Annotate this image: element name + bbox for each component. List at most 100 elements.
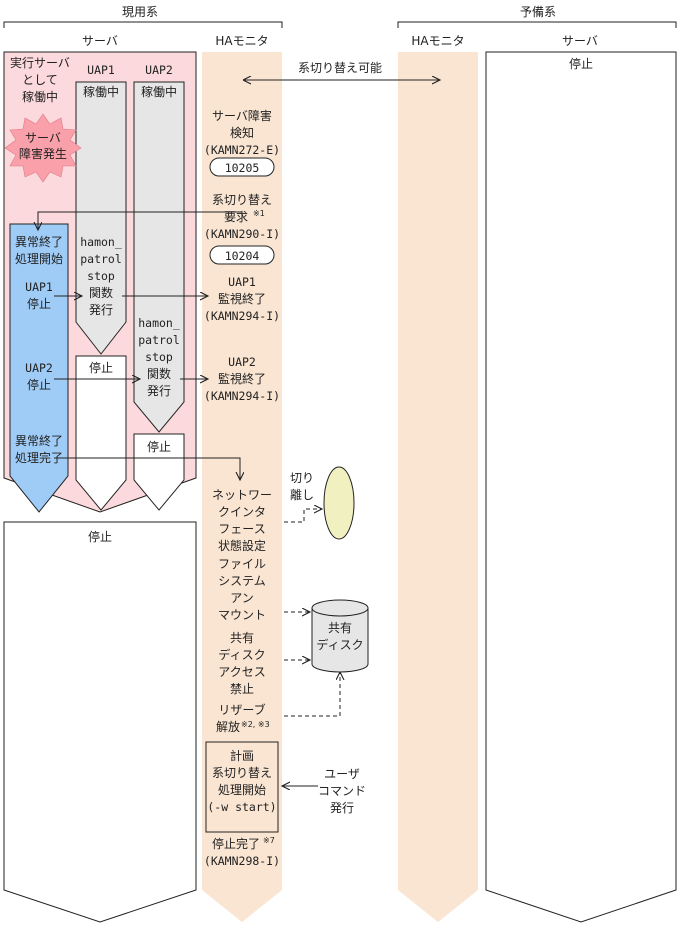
- svg-text:(KAMN294-I): (KAMN294-I): [204, 389, 280, 403]
- svg-text:(KAMN294-I): (KAMN294-I): [204, 309, 280, 323]
- uap1-stopped-arrow: [75, 355, 127, 511]
- svg-text:コマンド: コマンド: [318, 784, 366, 798]
- uap2-monitor-end-event: UAP2 監視終了 (KAMN294-I): [204, 355, 280, 403]
- svg-text:アン: アン: [230, 591, 254, 605]
- uap2-stop-function: hamon_ patrol stop 関数 発行: [138, 316, 180, 398]
- svg-text:(KAMN298-I): (KAMN298-I): [204, 854, 280, 868]
- uap2-stopped-arrow: [133, 433, 185, 511]
- uap1-stop-function: hamon_ patrol stop 関数 発行: [80, 235, 122, 317]
- svg-text:処理完了: 処理完了: [15, 450, 63, 465]
- svg-text:リザーブ: リザーブ: [218, 702, 265, 717]
- active-server-label: サーバ: [82, 34, 118, 48]
- switch-code-badge: [209, 245, 275, 265]
- svg-text:(-w start): (-w start): [207, 800, 276, 814]
- shared-disk-label-1: 共有: [328, 621, 352, 635]
- user-command-text: ユーザ コマンド 発行: [318, 767, 366, 815]
- active-server-stopped-area: [3, 521, 197, 923]
- svg-text:アクセス: アクセス: [218, 665, 265, 679]
- active-system-header: 現用系: [3, 5, 283, 28]
- svg-text:patrol: patrol: [138, 333, 180, 347]
- svg-text:サーバ障害: サーバ障害: [212, 108, 272, 123]
- svg-text:UAP2: UAP2: [25, 361, 53, 375]
- svg-text:ディスク: ディスク: [218, 647, 265, 662]
- fs-unmount-event: ファイル システム アン マウント: [218, 557, 266, 622]
- svg-text:監視終了: 監視終了: [218, 291, 266, 306]
- switch-code: 10204: [225, 249, 260, 263]
- server-failure-text: サーバ 障害発生: [19, 131, 67, 161]
- planned-switch-event: 計画 系切り替え 処理開始 (-w start): [207, 748, 276, 814]
- detach-text: 切り 離し: [290, 471, 314, 502]
- svg-text:要求: 要求: [224, 210, 248, 224]
- svg-text:stop: stop: [87, 269, 115, 283]
- svg-text:稼働中: 稼働中: [22, 89, 58, 104]
- svg-text:として: として: [22, 73, 58, 87]
- uap1-running-status: 稼働中: [83, 84, 119, 99]
- svg-text:停止完了: 停止完了: [212, 836, 260, 851]
- reserve-release-event: リザーブ 解放 ※2, ※3: [216, 702, 270, 734]
- standby-server-area: [485, 51, 677, 923]
- svg-text:関数: 関数: [89, 285, 113, 300]
- abnormal-termination-arrow: [9, 223, 69, 513]
- uap2-label: UAP2: [145, 63, 173, 77]
- svg-text:(KAMN272-E): (KAMN272-E): [204, 143, 280, 157]
- svg-text:関数: 関数: [147, 366, 171, 381]
- active-system-title: 現用系: [122, 5, 158, 19]
- svg-text:発行: 発行: [147, 384, 171, 398]
- svg-text:マウント: マウント: [218, 608, 266, 622]
- svg-text:監視終了: 監視終了: [218, 371, 266, 386]
- svg-text:発行: 発行: [89, 303, 113, 317]
- standby-ha-monitor-column: [398, 52, 478, 922]
- abnormal-end-text: 異常終了 処理完了: [15, 433, 63, 465]
- uap1-stopped-label: 停止: [89, 360, 113, 375]
- svg-text:ネットワー: ネットワー: [212, 488, 272, 502]
- switchable-label: 系切り替え可能: [298, 61, 382, 75]
- svg-text:※1: ※1: [253, 209, 265, 218]
- svg-text:検知: 検知: [230, 126, 254, 140]
- svg-text:UAP2: UAP2: [228, 355, 256, 369]
- standby-system-title: 予備系: [520, 4, 556, 19]
- standby-ha-monitor-label: HAモニタ: [411, 34, 464, 48]
- uap1-monitor-end-event: UAP1 監視終了 (KAMN294-I): [204, 275, 280, 323]
- svg-text:処理開始: 処理開始: [15, 252, 63, 266]
- svg-text:ファイル: ファイル: [218, 557, 266, 571]
- svg-text:サーバ: サーバ: [25, 131, 61, 145]
- failure-code-badge: [209, 157, 275, 177]
- standby-server-label: サーバ: [562, 34, 598, 48]
- stop-complete-event: 停止完了 ※7 (KAMN298-I): [204, 836, 280, 868]
- uap1-running-arrow: [75, 81, 127, 355]
- svg-text:実行サーバ: 実行サーバ: [10, 55, 70, 70]
- svg-text:状態設定: 状態設定: [218, 538, 266, 553]
- uap2-running-arrow: [133, 81, 185, 433]
- svg-text:離し: 離し: [290, 488, 314, 502]
- svg-text:系切り替え: 系切り替え: [212, 766, 272, 780]
- svg-text:異常終了: 異常終了: [15, 234, 63, 249]
- svg-text:異常終了: 異常終了: [15, 433, 63, 448]
- svg-text:※2, ※3: ※2, ※3: [241, 720, 270, 729]
- active-ha-monitor-label: HAモニタ: [215, 34, 268, 48]
- svg-text:系切り替え: 系切り替え: [212, 193, 272, 207]
- svg-text:(KAMN290-I): (KAMN290-I): [204, 227, 280, 241]
- svg-text:UAP1: UAP1: [25, 280, 53, 294]
- uap2-stopped-label: 停止: [147, 439, 171, 454]
- network-ellipse: [323, 466, 355, 540]
- network-interface-event: ネットワー クインタ フェース 状態設定: [212, 488, 272, 553]
- svg-text:フェース: フェース: [218, 522, 265, 536]
- failure-detect-event: サーバ障害 検知 (KAMN272-E): [204, 108, 280, 157]
- active-ha-monitor-column: [202, 52, 282, 922]
- svg-text:hamon_: hamon_: [138, 316, 180, 330]
- server-failure-starburst: [4, 113, 82, 183]
- svg-text:クインタ: クインタ: [218, 505, 266, 519]
- svg-text:発行: 発行: [330, 801, 354, 815]
- uap2-running-status: 稼働中: [141, 84, 177, 99]
- standby-server-status: 停止: [569, 56, 593, 71]
- svg-text:計画: 計画: [230, 748, 254, 763]
- svg-text:ユーザ: ユーザ: [324, 767, 360, 781]
- uap1-label: UAP1: [87, 63, 115, 77]
- svg-text:システム: システム: [218, 574, 266, 588]
- svg-text:patrol: patrol: [80, 252, 122, 266]
- shared-disk-access-event: 共有 ディスク アクセス 禁止: [218, 631, 265, 696]
- svg-text:解放: 解放: [216, 719, 240, 734]
- shared-disk: 共有 ディスク: [311, 599, 369, 673]
- svg-text:共有: 共有: [230, 631, 254, 645]
